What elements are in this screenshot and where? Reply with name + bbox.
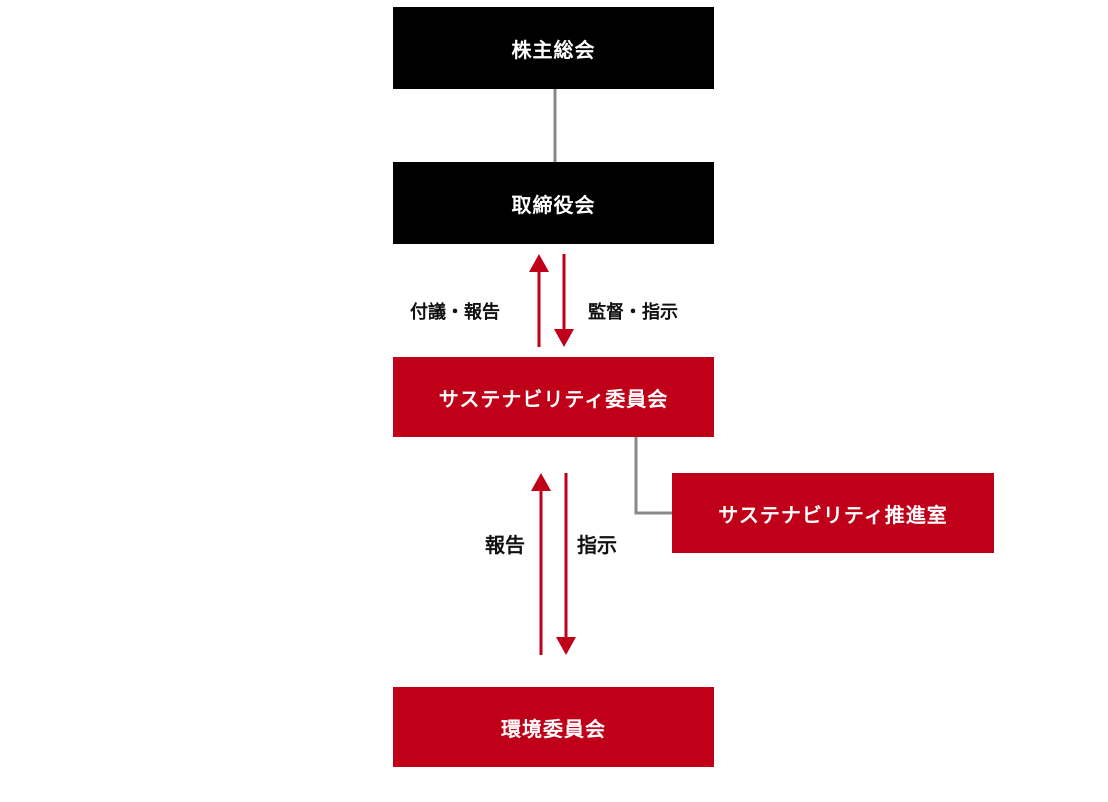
label-proposal-report: 付議・報告 <box>410 302 500 323</box>
node-sustainability-committee: サステナビリティ委員会 <box>393 357 714 437</box>
arrowhead-down <box>554 329 574 347</box>
arrowhead-up <box>529 254 549 272</box>
arrowhead-up <box>531 473 551 491</box>
label-instruction: 指示 <box>577 533 617 557</box>
node-board-of-directors: 取締役会 <box>393 162 714 244</box>
node-environment-committee: 環境委員会 <box>393 687 714 767</box>
node-sustainability-office: サステナビリティ推進室 <box>672 473 994 553</box>
node-shareholders-meeting: 株主総会 <box>393 7 714 89</box>
label-supervision-instruction: 監督・指示 <box>588 302 678 323</box>
arrowhead-down <box>556 637 576 655</box>
label-report: 報告 <box>485 533 525 557</box>
connector-committee-office <box>634 437 672 515</box>
